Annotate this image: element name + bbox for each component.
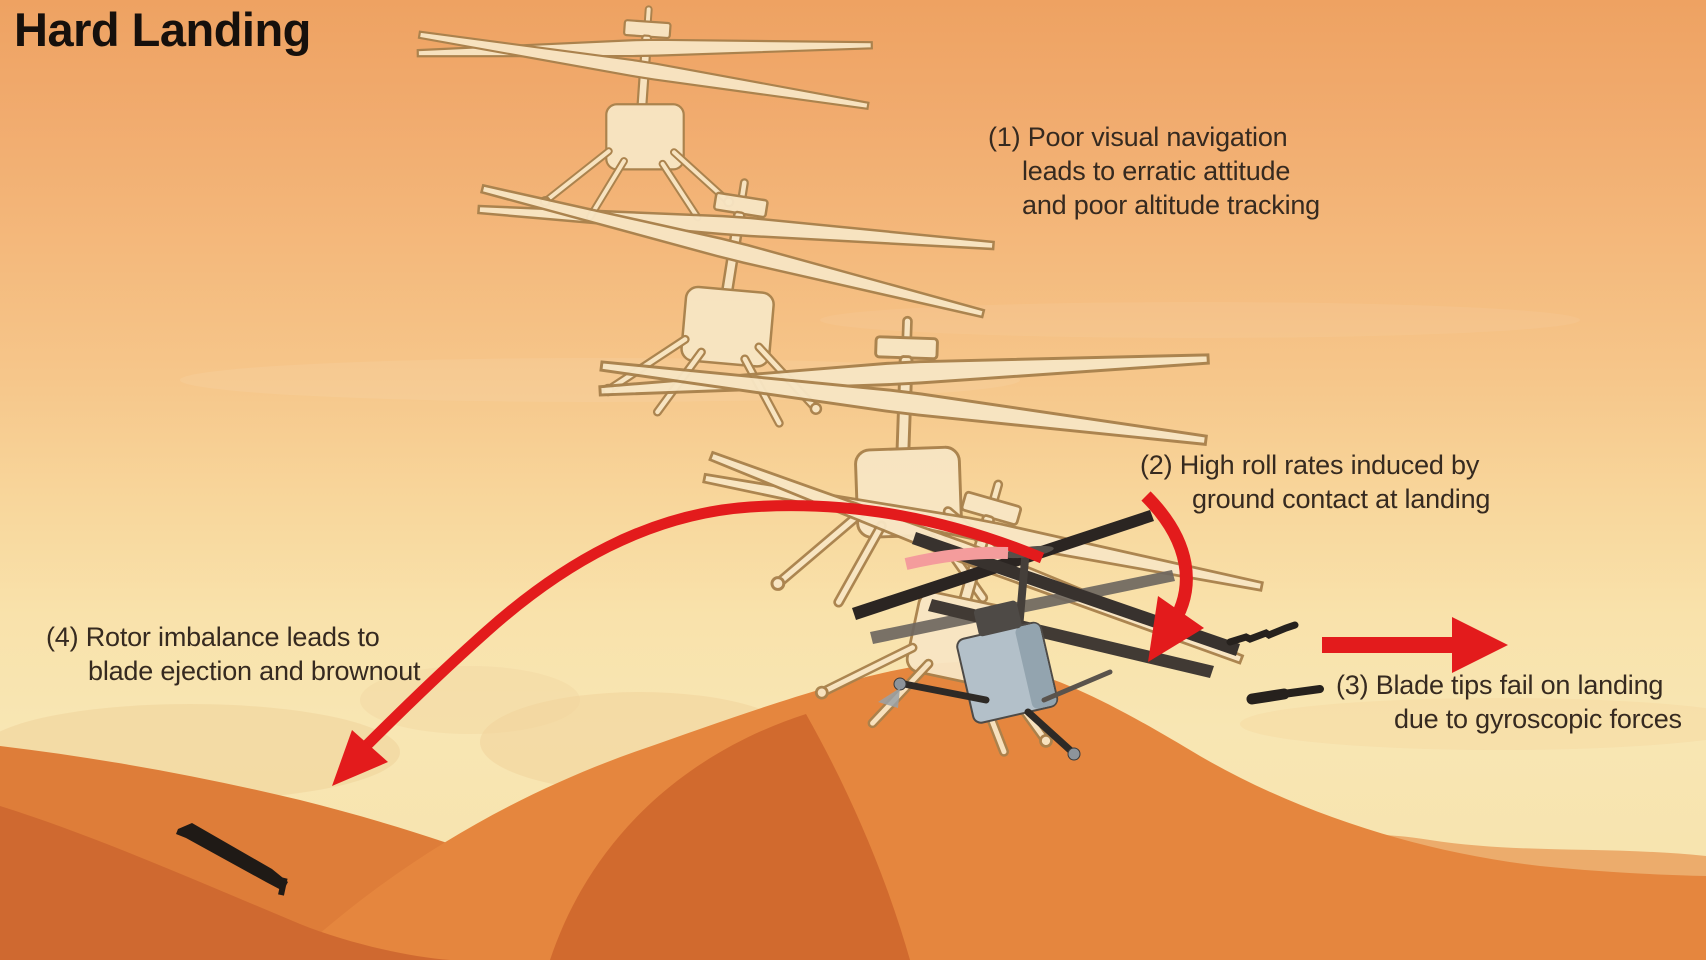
- ghost-helicopter-1: [406, 0, 874, 236]
- landing-leg: [1041, 669, 1113, 703]
- annotation-4: (4) Rotor imbalance leads to blade eject…: [46, 622, 421, 686]
- hill-shadow-face: [550, 714, 910, 960]
- annotation-1: (1) Poor visual navigation leads to erra…: [988, 122, 1320, 220]
- haze-band: [1240, 698, 1706, 750]
- ejected-blade-icon: [176, 823, 288, 896]
- ejection-arrow-icon: [1322, 617, 1508, 673]
- annotation-3: (3) Blade tips fail on landing due to gy…: [1336, 670, 1682, 734]
- helicopter-avionics: [973, 600, 1022, 637]
- helicopter-body-shade: [1015, 623, 1057, 709]
- leg-foot: [893, 677, 907, 691]
- crashed-helicopter-icon: [852, 510, 1240, 761]
- dust-puff: [878, 688, 900, 708]
- roll-arrow-icon: [1141, 491, 1204, 662]
- haze-band: [820, 302, 1580, 338]
- landing-leg: [1024, 708, 1074, 754]
- blade-fragment-icon: [1226, 621, 1299, 646]
- blade-fragment-icon: [1246, 685, 1324, 705]
- annotation-2: (2) High roll rates induced by ground co…: [1140, 450, 1491, 514]
- page-title: Hard Landing: [14, 3, 311, 56]
- trajectory-arrow-icon: [332, 500, 1045, 786]
- hill-front-left: [0, 806, 450, 960]
- landing-leg: [900, 680, 990, 704]
- leg-foot: [1067, 747, 1081, 761]
